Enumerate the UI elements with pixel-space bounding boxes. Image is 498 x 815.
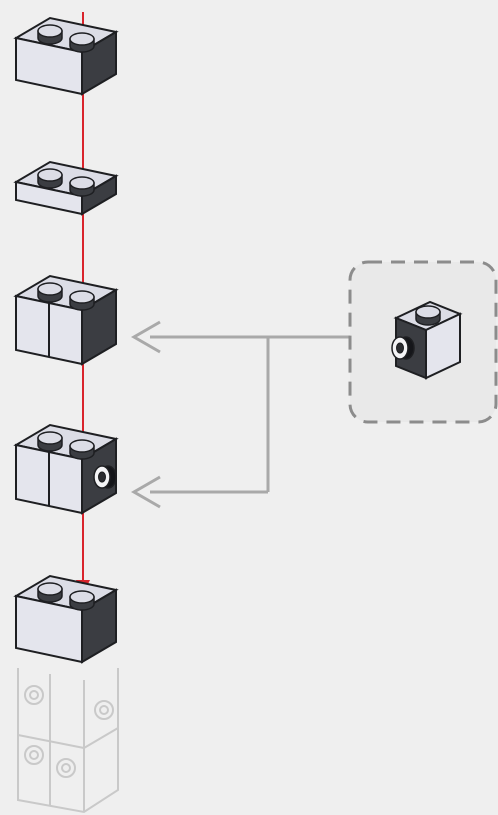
brick-1x2-step-1 xyxy=(13,16,119,96)
stud-icon xyxy=(37,431,63,452)
stud-icon xyxy=(69,32,95,53)
stud-icon xyxy=(69,439,95,460)
stud-icon xyxy=(69,590,95,611)
side-stud-icon xyxy=(93,465,117,489)
stud-icon xyxy=(37,24,63,45)
plate-1x2-step-2 xyxy=(13,160,119,216)
brick-1x1-side-stud-icon xyxy=(391,300,463,380)
stud-icon xyxy=(37,168,63,189)
brick-1x2-step-5 xyxy=(13,574,119,664)
stud-icon xyxy=(69,176,95,197)
side-stud-icon xyxy=(391,336,415,360)
callout-connector-arrows xyxy=(150,335,350,494)
brick-pair-step-3 xyxy=(13,274,119,366)
stud-icon xyxy=(69,290,95,311)
arrow-to-step-4 xyxy=(130,475,161,509)
stud-icon xyxy=(37,282,63,303)
stud-icon xyxy=(415,305,441,326)
brick-pair-stud-step-4 xyxy=(13,423,119,515)
arrow-to-step-3 xyxy=(130,320,161,354)
stud-icon xyxy=(37,582,63,603)
completed-stack-ghost xyxy=(17,668,119,814)
